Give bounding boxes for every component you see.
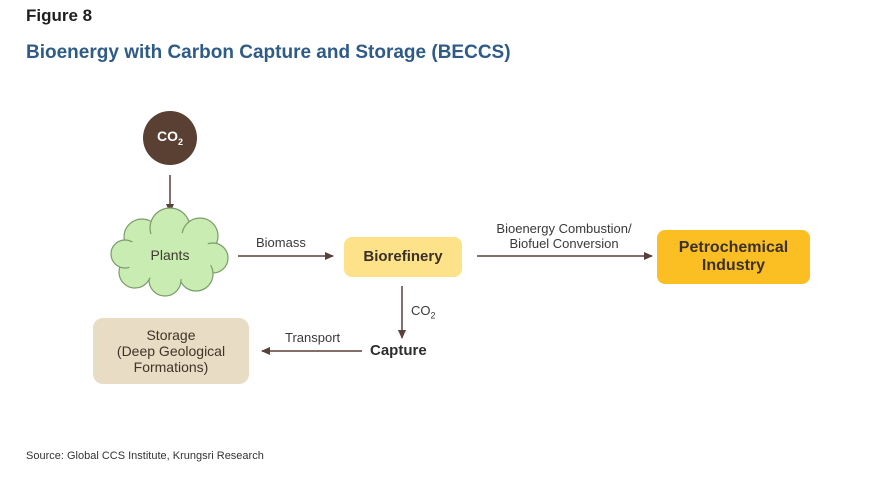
combustion-label-line2: Biofuel Conversion [509, 235, 619, 251]
biomass-edge-label: Biomass [256, 235, 306, 250]
biorefinery-label: Biorefinery [363, 248, 443, 266]
source-note: Source: Global CCS Institute, Krungsri R… [26, 450, 264, 462]
biorefinery-node: Biorefinery [344, 237, 462, 277]
co2-node-label: CO2 [156, 128, 183, 147]
petrochemical-label-line2: Industry [701, 257, 766, 274]
co2-circle [143, 111, 197, 165]
storage-label-line3: Formations) [133, 359, 209, 376]
figure-title: Bioenergy with Carbon Capture and Storag… [26, 42, 511, 63]
transport-edge-label: Transport [285, 330, 341, 345]
combustion-edge-label: Bioenergy Combustion/ Biofuel Conversion [488, 221, 640, 252]
co2-edge-label: CO2 [411, 303, 436, 321]
storage-label-line2: (Deep Geological [116, 342, 226, 359]
combustion-label-line1: Bioenergy Combustion/ [496, 221, 632, 236]
petrochemical-node: Petrochemical Industry [657, 230, 810, 284]
storage-node: Storage (Deep Geological Formations) [93, 318, 249, 384]
capture-node-label: Capture [370, 342, 427, 359]
plants-node-label: Plants [150, 247, 190, 263]
storage-label-line1: Storage [146, 326, 196, 343]
figure-label: Figure 8 [26, 6, 93, 25]
petrochemical-label-line1: Petrochemical [678, 238, 789, 256]
